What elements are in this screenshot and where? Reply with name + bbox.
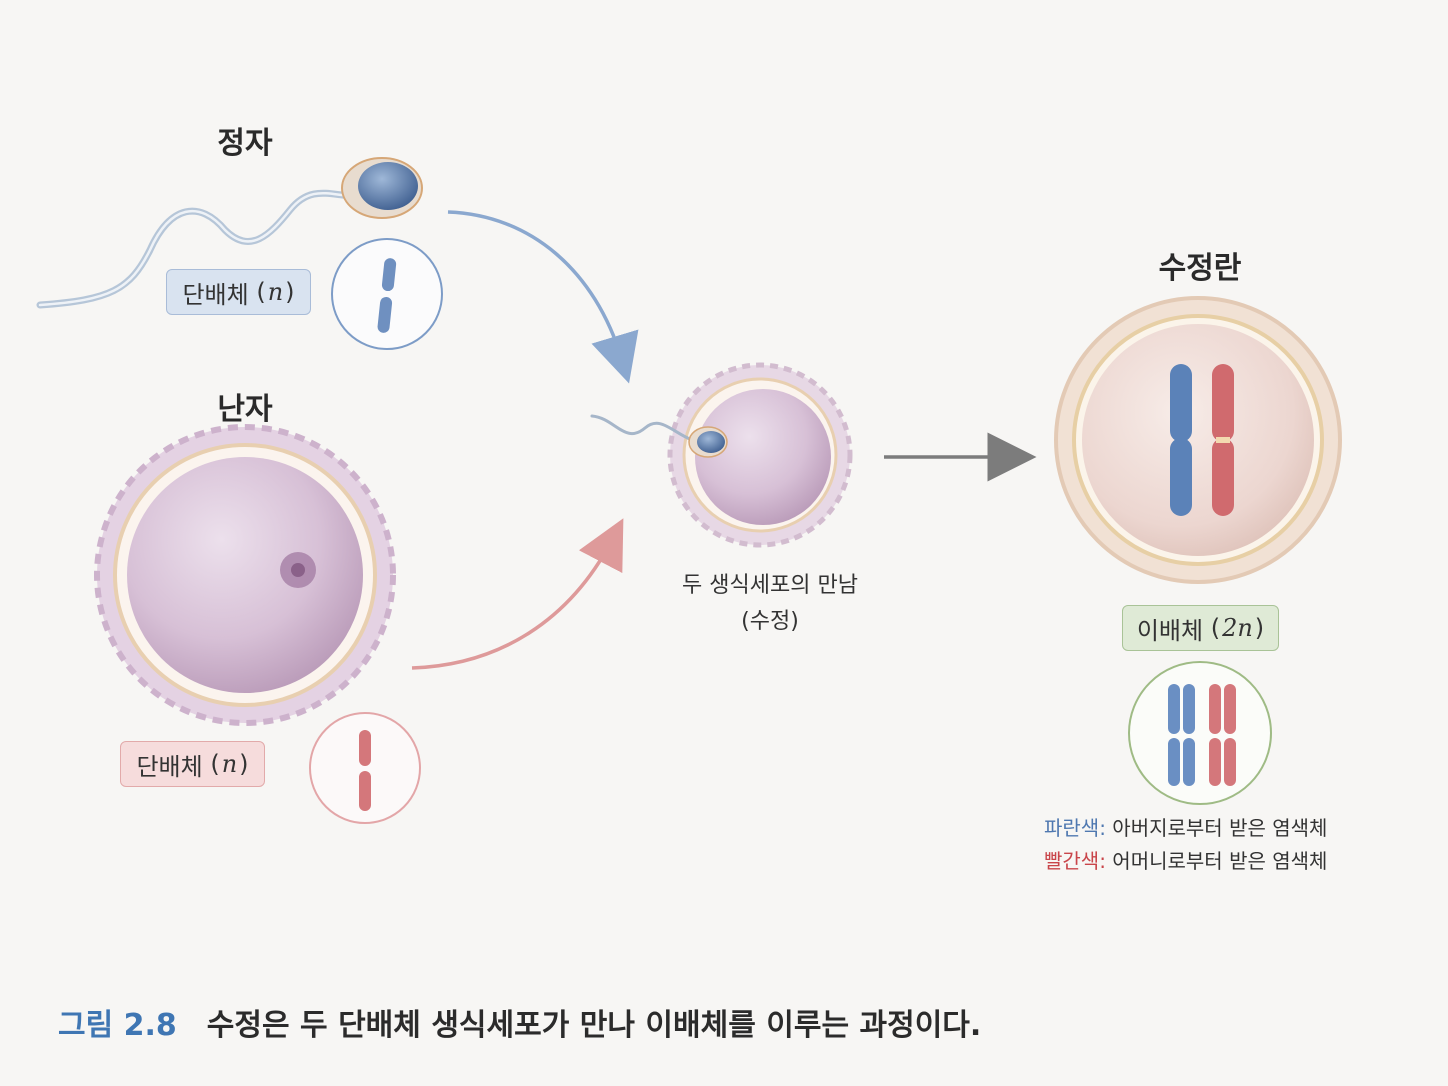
- sperm-ploidy-text: 단배체: [182, 280, 249, 309]
- zygote-label: 수정란: [1158, 251, 1242, 286]
- fertilization-line1: 두 생식세포의 만남: [682, 573, 858, 598]
- zygote-ploidy-text: 이배체: [1136, 616, 1204, 645]
- egg-arrow: [411, 518, 624, 670]
- egg-ploidy-symbol: n: [221, 750, 238, 778]
- sperm-arrow: [447, 210, 639, 384]
- fertilization-illustration: [590, 362, 853, 548]
- egg-illustration: [94, 424, 396, 726]
- egg-ploidy-text: 단배체: [136, 752, 203, 781]
- sperm-illustration: [36, 157, 423, 309]
- figure-caption-text: 수정은 두 단배체 생식세포가 만나 이배체를 이루는 과정이다.: [206, 1008, 982, 1043]
- fertilization-line2: (수정): [741, 609, 799, 634]
- legend-maternal: 빨간색: 어머니로부터 받은 염색체: [1044, 845, 1404, 878]
- legend-maternal-key: 빨간색:: [1044, 849, 1106, 873]
- zygote-ploidy-symbol: 2n: [1222, 614, 1253, 642]
- figure-caption: 그림 2.8 수정은 두 단배체 생식세포가 만나 이배체를 이루는 과정이다.: [58, 1000, 981, 1044]
- zygote-chromosome-circle: [1128, 661, 1272, 805]
- egg-label: 난자: [217, 392, 273, 427]
- chromosome-legend: 파란색: 아버지로부터 받은 염색체 빨간색: 어머니로부터 받은 염색체: [1044, 812, 1404, 878]
- figure-number: 그림 2.8: [58, 1008, 177, 1043]
- sperm-label: 정자: [217, 126, 273, 161]
- sperm-ploidy-symbol: n: [267, 278, 284, 306]
- legend-maternal-text: 어머니로부터 받은 염색체: [1105, 849, 1328, 873]
- zygote-ploidy-tag: 이배체 (2n): [1122, 605, 1279, 651]
- legend-paternal: 파란색: 아버지로부터 받은 염색체: [1044, 812, 1404, 845]
- sperm-ploidy-tag: 단배체 (n): [166, 269, 311, 315]
- legend-paternal-key: 파란색:: [1044, 816, 1106, 840]
- sperm-chromosome-circle: [331, 238, 443, 350]
- legend-paternal-text: 아버지로부터 받은 염색체: [1105, 816, 1328, 840]
- fertilization-caption: 두 생식세포의 만남 (수정): [640, 568, 900, 640]
- egg-chromosome-circle: [309, 712, 421, 824]
- egg-ploidy-tag: 단배체 (n): [120, 741, 265, 787]
- zygote-illustration: [1054, 296, 1342, 584]
